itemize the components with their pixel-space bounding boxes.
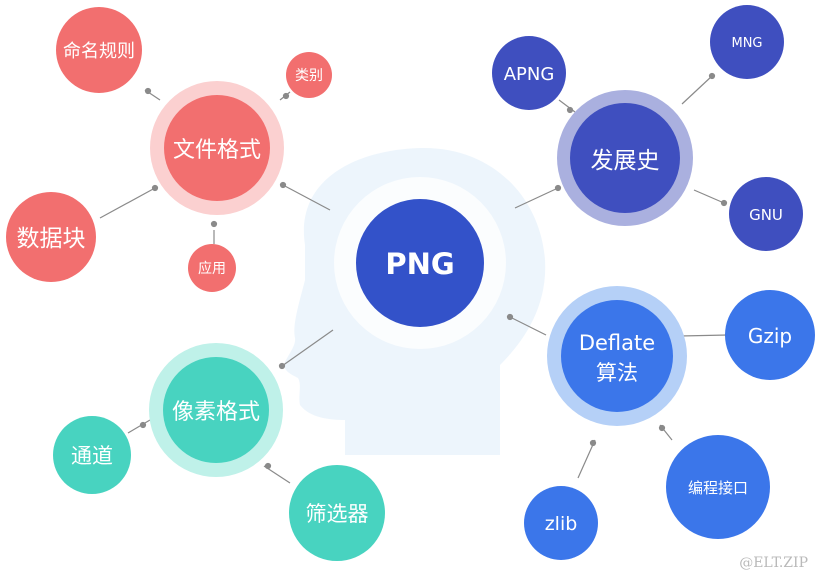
leaf-mng: MNG bbox=[710, 5, 784, 79]
connector-channel bbox=[127, 419, 151, 434]
hub-history-label: 发展史 bbox=[591, 148, 660, 174]
connector-gnu bbox=[693, 189, 725, 204]
hub-deflate: Deflate 算法 bbox=[547, 286, 687, 426]
leaf-filter: 筛选器 bbox=[289, 465, 385, 561]
watermark: @ELT.ZIP bbox=[739, 555, 808, 571]
connector-center-deflate bbox=[507, 315, 547, 336]
leaf-gnu: GNU bbox=[729, 177, 803, 251]
leaf-gzip-label: Gzip bbox=[748, 324, 792, 348]
leaf-chunks-label: 数据块 bbox=[17, 226, 86, 252]
leaf-zlib-label: zlib bbox=[545, 513, 578, 535]
connector-mng bbox=[681, 75, 713, 105]
leaf-api: 编程接口 bbox=[666, 435, 770, 539]
leaf-usage: 应用 bbox=[188, 244, 236, 292]
leaf-usage-label: 应用 bbox=[198, 260, 226, 277]
center-label: PNG bbox=[385, 247, 454, 281]
leaf-mng-label: MNG bbox=[731, 36, 762, 51]
hub-deflate-label-line1: Deflate bbox=[579, 331, 655, 355]
connector-center-file-format bbox=[282, 184, 331, 211]
hub-pixel-format: 像素格式 bbox=[149, 343, 283, 477]
leaf-chunks: 数据块 bbox=[6, 192, 96, 282]
connector-center-history bbox=[514, 187, 559, 209]
connector-zlib bbox=[577, 439, 596, 479]
leaf-zlib: zlib bbox=[524, 486, 598, 560]
connector-center-pixel bbox=[281, 329, 334, 367]
leaf-naming-label: 命名规则 bbox=[63, 41, 135, 62]
leaf-filter-label: 筛选器 bbox=[306, 502, 369, 526]
hub-deflate-label-line2: 算法 bbox=[596, 361, 638, 385]
leaf-channel: 通道 bbox=[53, 416, 131, 494]
leaf-apng-label: APNG bbox=[504, 64, 555, 85]
connector-gzip bbox=[679, 334, 729, 337]
leaf-gnu-label: GNU bbox=[749, 206, 783, 224]
hub-file-format: 文件格式 bbox=[150, 81, 284, 215]
hub-history: 发展史 bbox=[557, 90, 693, 226]
leaf-category: 类别 bbox=[286, 52, 332, 98]
leaf-gzip: Gzip bbox=[725, 290, 815, 380]
leaf-category-label: 类别 bbox=[295, 68, 323, 84]
leaf-channel-label: 通道 bbox=[71, 444, 113, 468]
hub-pixel-format-label: 像素格式 bbox=[172, 400, 260, 425]
connectors bbox=[99, 72, 732, 484]
leaf-api-label: 编程接口 bbox=[688, 479, 748, 497]
leaf-apng: APNG bbox=[492, 36, 566, 110]
leaf-naming: 命名规则 bbox=[56, 7, 142, 93]
connector-chunks bbox=[99, 187, 156, 219]
center-node: PNG bbox=[334, 177, 506, 349]
hub-file-format-label: 文件格式 bbox=[173, 138, 261, 163]
